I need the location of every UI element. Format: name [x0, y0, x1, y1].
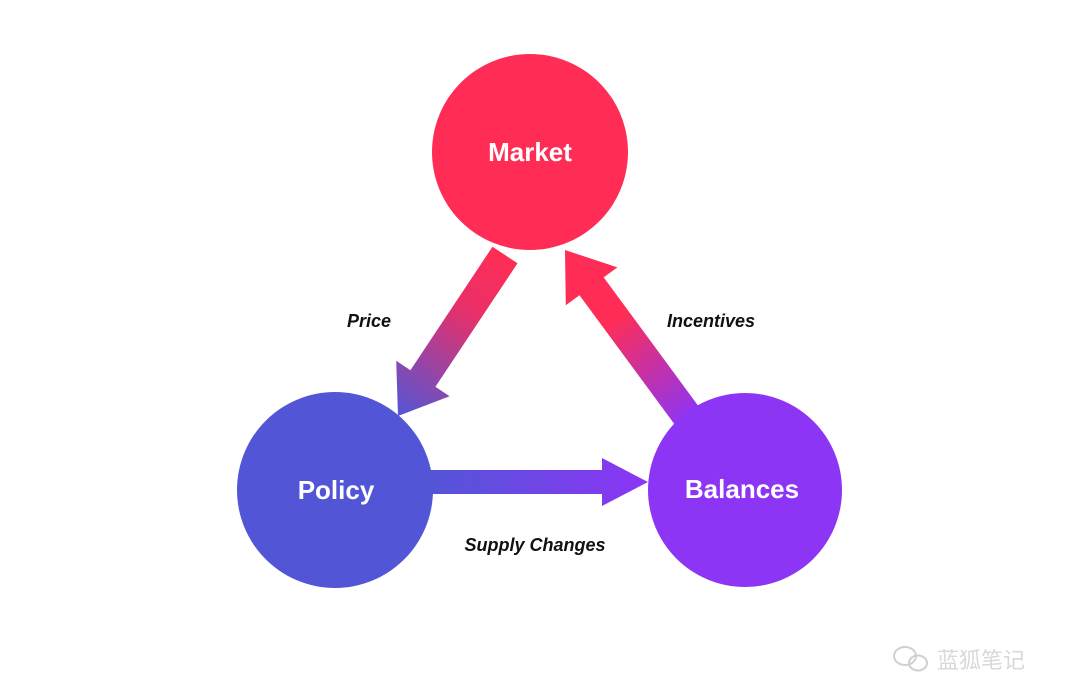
balances-label: Balances [685, 474, 799, 504]
price-label: Price [347, 311, 391, 331]
supply-changes-label: Supply Changes [464, 535, 605, 555]
balances-node: Balances [648, 393, 842, 587]
wechat-icon [893, 646, 928, 672]
supply-changes-arrow [425, 458, 648, 506]
watermark-text: 蓝狐笔记 [937, 649, 1025, 674]
incentives-arrow [565, 250, 703, 429]
market-label: Market [488, 137, 572, 167]
policy-node: Policy [237, 392, 433, 588]
market-node: Market [432, 54, 628, 250]
price-arrow [396, 246, 518, 416]
incentives-label: Incentives [667, 311, 755, 331]
policy-label: Policy [298, 475, 375, 505]
